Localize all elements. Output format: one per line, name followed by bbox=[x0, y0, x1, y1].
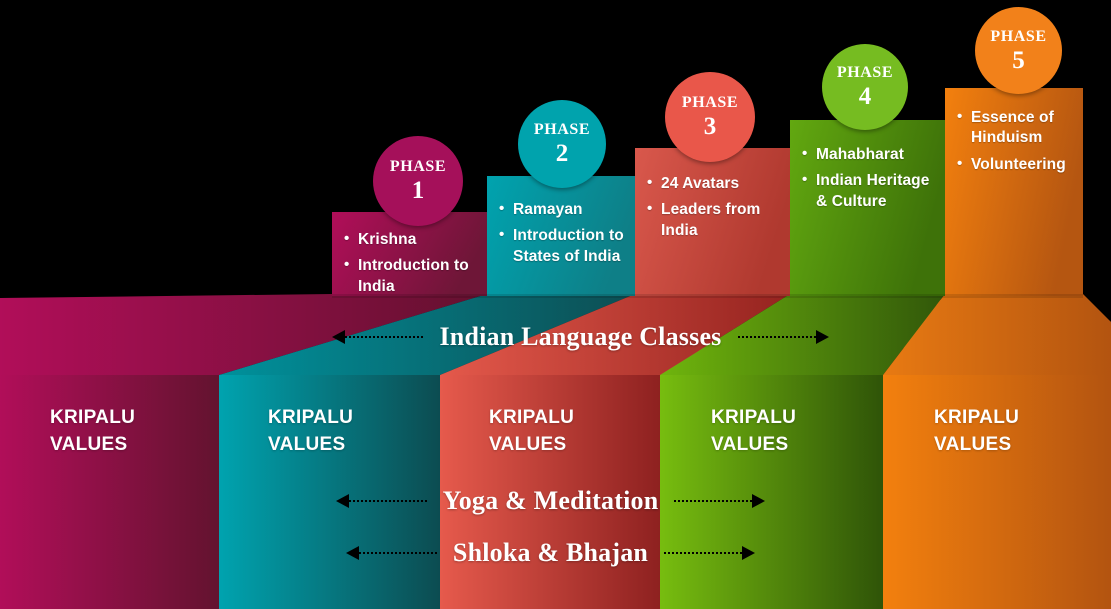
phase-badge-word-2: PHASE bbox=[533, 121, 591, 138]
kripalu-values-label-2: KRIPALU VALUES bbox=[268, 407, 354, 455]
list-item: Introduction to States of India bbox=[499, 225, 625, 267]
list-item: 24 Avatars bbox=[647, 173, 780, 194]
phase-card-5: Essence of Hinduism Volunteering bbox=[945, 96, 1083, 185]
phase-badge-4[interactable]: PHASE 4 bbox=[822, 44, 908, 130]
list-item: Essence of Hinduism bbox=[957, 107, 1073, 149]
phase-badge-5[interactable]: PHASE 5 bbox=[975, 7, 1062, 94]
phase-card-1: Krishna Introduction to India bbox=[332, 218, 487, 307]
phase-card-3: 24 Avatars Leaders from India bbox=[635, 162, 790, 251]
kripalu-values-label-1: KRIPALU VALUES bbox=[50, 407, 136, 455]
kripalu-values-label-5: KRIPALU VALUES bbox=[934, 407, 1020, 455]
phase-badge-number-5: 5 bbox=[1012, 46, 1025, 74]
list-item: Volunteering bbox=[957, 154, 1073, 175]
phase-badge-word-3: PHASE bbox=[681, 94, 739, 111]
kripalu-values-label-3: KRIPALU VALUES bbox=[489, 407, 575, 455]
list-item: Introduction to India bbox=[344, 255, 477, 297]
phase-badge-word-5: PHASE bbox=[990, 27, 1047, 45]
phase-badge-word-1: PHASE bbox=[389, 158, 447, 175]
phase-topic-list-3: 24 Avatars Leaders from India bbox=[647, 173, 780, 241]
phase-badge-number-2: 2 bbox=[555, 140, 569, 167]
list-item: Krishna bbox=[344, 229, 477, 250]
phase-badge-3[interactable]: PHASE 3 bbox=[665, 72, 755, 162]
phase-badge-number-1: 1 bbox=[411, 177, 425, 204]
phase-badge-number-4: 4 bbox=[858, 83, 872, 110]
phase-badge-word-4: PHASE bbox=[836, 64, 894, 81]
phase-badge-1[interactable]: PHASE 1 bbox=[373, 136, 463, 226]
phase-badge-2[interactable]: PHASE 2 bbox=[518, 100, 606, 188]
kripalu-values-label-4: KRIPALU VALUES bbox=[711, 407, 797, 455]
phase-card-4: Mahabharat Indian Heritage & Culture bbox=[790, 133, 940, 222]
list-item: Leaders from India bbox=[647, 199, 780, 241]
phase-topic-list-5: Essence of Hinduism Volunteering bbox=[957, 107, 1073, 175]
phase-topic-list-1: Krishna Introduction to India bbox=[344, 229, 477, 297]
phase-topic-list-2: Ramayan Introduction to States of India bbox=[499, 199, 625, 267]
phase-topic-list-4: Mahabharat Indian Heritage & Culture bbox=[802, 144, 930, 212]
list-item: Ramayan bbox=[499, 199, 625, 220]
phase-card-2: Ramayan Introduction to States of India bbox=[487, 188, 635, 277]
phase-badge-number-3: 3 bbox=[703, 113, 717, 140]
list-item: Mahabharat bbox=[802, 144, 930, 165]
list-item: Indian Heritage & Culture bbox=[802, 170, 930, 212]
